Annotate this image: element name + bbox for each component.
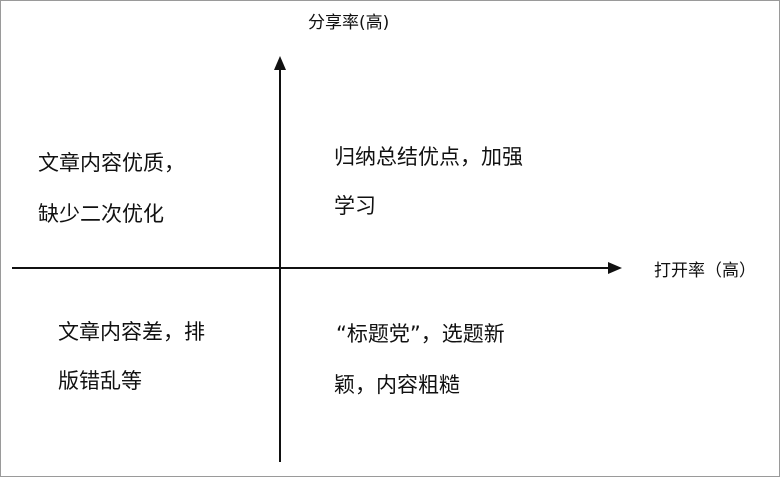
top-right-quadrant-line2: 学习 — [334, 194, 376, 218]
bottom-right-quadrant-line2: 颖，内容粗糙 — [334, 373, 460, 397]
bottom-right-quadrant-line1: “标题党”，选题新 — [336, 322, 505, 346]
bottom-left-quadrant-line2: 版错乱等 — [58, 369, 142, 393]
x-axis-label: 打开率（高） — [654, 261, 756, 281]
y-axis-arrowhead — [274, 56, 286, 70]
bottom-left-quadrant-line1: 文章内容差，排 — [58, 320, 205, 344]
x-axis-arrowhead — [608, 262, 622, 274]
top-left-quadrant-line1: 文章内容优质， — [38, 151, 185, 175]
y-axis-label: 分享率(高) — [308, 13, 390, 33]
top-right-quadrant-line1: 归纳总结优点，加强 — [334, 145, 523, 169]
top-left-quadrant-line2: 缺少二次优化 — [38, 202, 164, 226]
